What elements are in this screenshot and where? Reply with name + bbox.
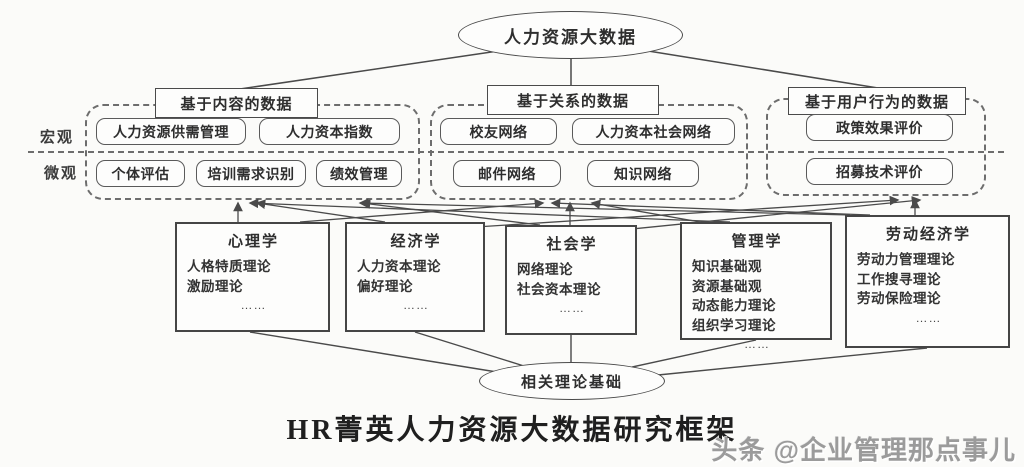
diagram-caption: HR菁英人力资源大数据研究框架 (286, 415, 738, 446)
header-relationship-data: 基于关系的数据 (487, 85, 659, 115)
item-recruiting-tech-eval: 招募技术评价 (806, 158, 953, 185)
theory-ellipsis: …… (403, 298, 429, 313)
theory-ellipsis: …… (559, 301, 585, 316)
item-training-needs: 培训需求识别 (196, 160, 306, 187)
theory-economics: 经济学 人力资本理论 偏好理论 …… (345, 222, 485, 332)
theory-ellipsis: …… (915, 310, 942, 325)
item-hr-supply-demand: 人力资源供需管理 (96, 118, 246, 145)
header-content-data: 基于内容的数据 (155, 88, 318, 118)
theory-psychology: 心理学 人格特质理论 激励理论 …… (175, 222, 330, 332)
item-knowledge-network: 知识网络 (587, 160, 699, 187)
theory-management-title: 管理学 (731, 233, 783, 250)
item-individual-assessment: 个体评估 (96, 160, 185, 187)
theory-item: 社会资本理论 (517, 281, 601, 297)
theory-item: 劳动保险理论 (857, 291, 941, 307)
theory-sociology-title: 社会学 (546, 236, 598, 253)
item-email-network: 邮件网络 (453, 160, 561, 187)
theory-ellipsis: …… (240, 298, 267, 313)
node-theory-foundation-label: 相关理论基础 (520, 373, 623, 391)
theory-economics-title: 经济学 (390, 233, 442, 250)
item-human-capital-index: 人力资本指数 (259, 118, 400, 145)
theory-item: 偏好理论 (357, 278, 413, 294)
node-hr-big-data: 人力资源大数据 (458, 11, 683, 59)
theory-item: 人力资本理论 (357, 259, 441, 274)
macro-micro-divider (28, 151, 1004, 153)
theory-management: 管理学 知识基础观 资源基础观 动态能力理论 组织学习理论 …… (680, 222, 832, 351)
axis-label-macro: 宏观 (40, 129, 75, 146)
watermark: 头条 @企业管理那点事儿 (711, 435, 1016, 465)
axis-label-micro: 微观 (44, 165, 79, 182)
theory-labor-economics-title: 劳动经济学 (885, 226, 971, 243)
theory-item: 激励理论 (187, 278, 243, 294)
theory-psychology-title: 心理学 (227, 233, 279, 250)
theory-item: 知识基础观 (692, 259, 762, 274)
theory-to-foundation-lines (249, 331, 928, 376)
theory-item: 动态能力理论 (692, 298, 776, 314)
item-performance-mgmt: 绩效管理 (316, 160, 402, 187)
theory-ellipsis: …… (744, 337, 770, 352)
theory-labor-economics: 劳动经济学 劳动力管理理论 工作搜寻理论 劳动保险理论 …… (845, 215, 1010, 348)
theory-item: 劳动力管理理论 (857, 252, 955, 267)
theory-item: 网络理论 (517, 262, 573, 277)
theory-to-data-arrows (233, 195, 922, 231)
item-policy-effect-eval: 政策效果评价 (806, 114, 953, 141)
theory-item: 工作搜寻理论 (857, 271, 941, 287)
theory-item: 人格特质理论 (187, 259, 271, 274)
item-alumni-network: 校友网络 (440, 118, 557, 145)
theory-sociology: 社会学 网络理论 社会资本理论 …… (505, 225, 637, 335)
top-branch-lines (239, 49, 879, 90)
theory-item: 组织学习理论 (692, 317, 776, 333)
node-hr-big-data-label: 人力资源大数据 (504, 27, 637, 47)
node-theory-foundation: 相关理论基础 (479, 362, 665, 400)
header-behavior-data: 基于用户行为的数据 (788, 87, 966, 115)
theory-item: 资源基础观 (692, 278, 762, 294)
item-human-capital-social-network: 人力资本社会网络 (572, 118, 735, 145)
